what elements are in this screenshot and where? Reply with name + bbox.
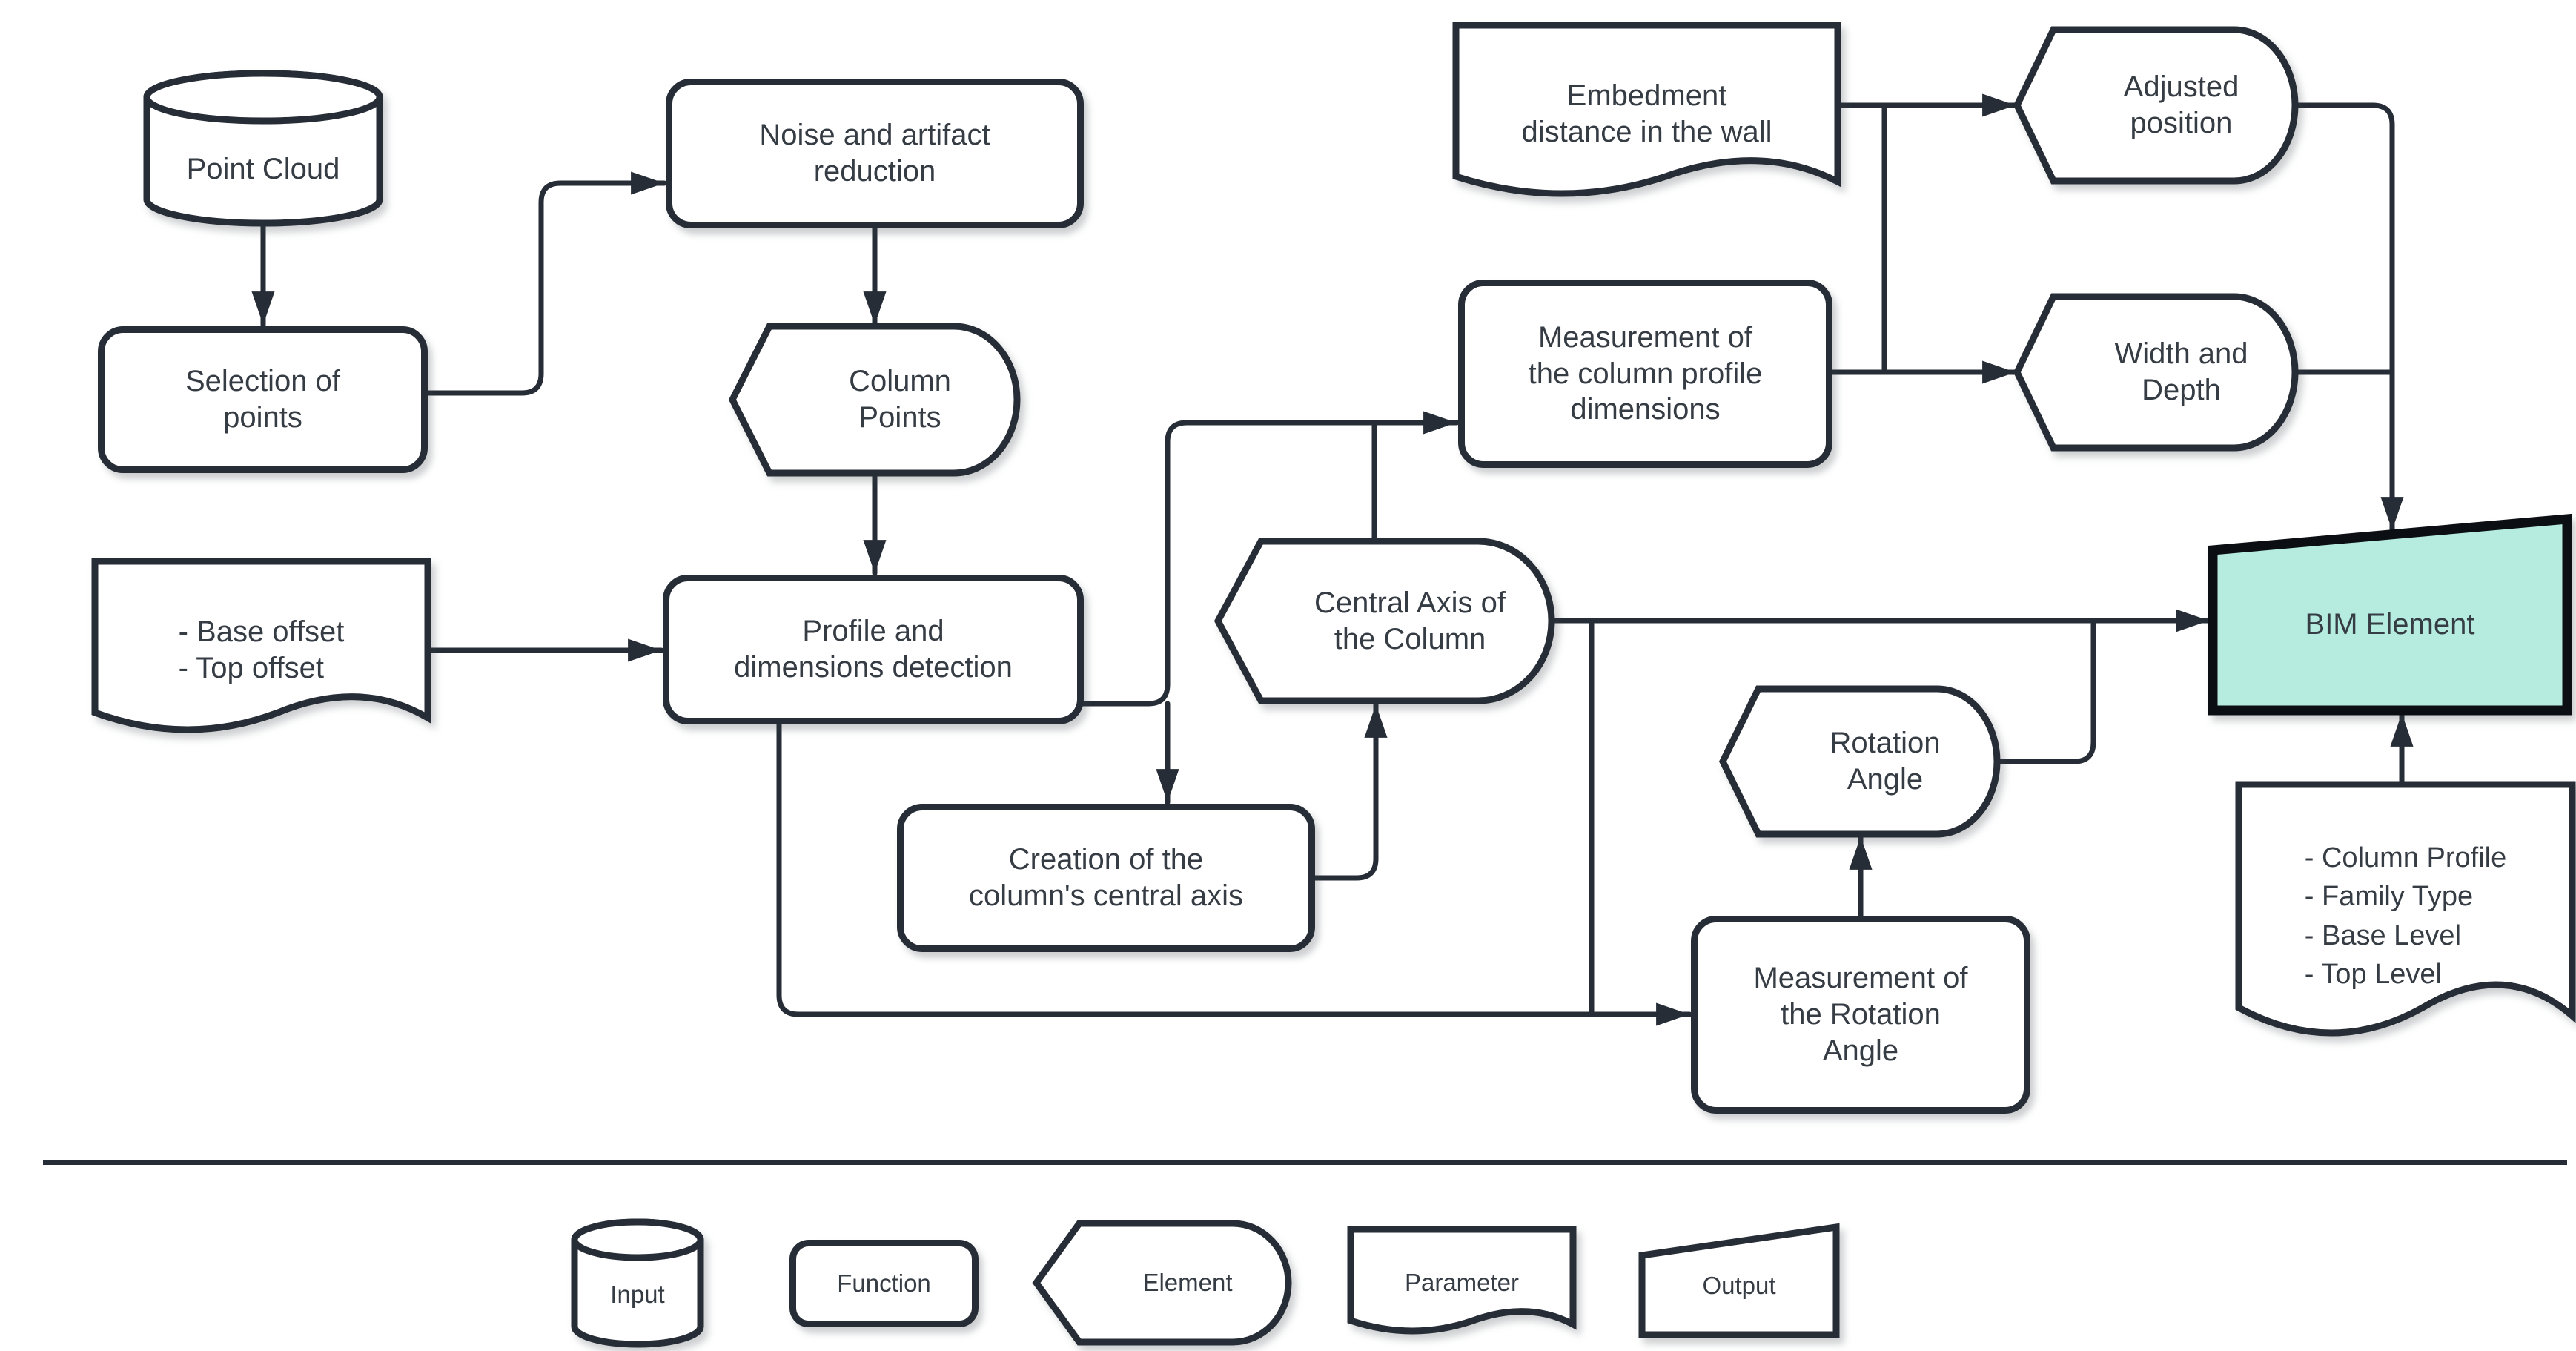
node-embedment-distance: Embedment distance in the wall	[1452, 22, 1841, 225]
element-shape	[2013, 293, 2299, 452]
legend-element-shape	[1032, 1220, 1292, 1346]
node-embedment-distance-label: Embedment distance in the wall	[1521, 79, 1772, 148]
node-central-axis-label: Central Axis of the Column	[1314, 586, 1506, 655]
legend-item-input: Input	[571, 1218, 704, 1351]
legend-divider	[43, 1160, 2567, 1165]
legend-parameter-label: Parameter	[1404, 1269, 1520, 1297]
parameter-shape	[91, 558, 431, 733]
node-base-top-offset: - Base offset - Top offset	[91, 558, 431, 762]
node-rotation-angle: Rotation Angle	[1718, 685, 2022, 838]
node-point-cloud: Point Cloud	[143, 70, 383, 244]
node-point-cloud-label: Point Cloud	[186, 152, 340, 185]
flow-connector	[1069, 411, 1460, 707]
legend-input-cylinder-shape	[571, 1218, 704, 1348]
node-noise-reduction: Noise and artifact reduction	[666, 79, 1084, 228]
node-selection-of-points-label: Selection of points	[185, 365, 341, 434]
node-column-points: Column Points	[728, 323, 1042, 477]
legend-input-label: Input	[610, 1281, 665, 1309]
parameter-shape	[2235, 781, 2576, 1037]
legend-item-element: Element	[1032, 1220, 1314, 1346]
element-shape	[728, 323, 1021, 477]
node-measurement-rotation-label: Measurement of the Rotation Angle	[1753, 962, 1968, 1067]
node-bim-parameters-label: - Column Profile - Family Type - Base Le…	[2304, 842, 2507, 990]
element-shape	[1718, 685, 2001, 838]
node-measurement-profile-label: Measurement of the column profile dimens…	[1528, 320, 1763, 426]
legend-output-label: Output	[1702, 1272, 1776, 1300]
legend-element-label: Element	[1142, 1268, 1233, 1296]
flow-connector	[2292, 102, 2404, 533]
legend-function-label: Function	[837, 1269, 931, 1297]
input-cylinder-shape	[143, 70, 383, 227]
output-shape	[2208, 513, 2572, 716]
parameter-shape	[1452, 22, 1841, 197]
node-rotation-angle-label: Rotation Angle	[1830, 727, 1941, 796]
node-noise-reduction-label: Noise and artifact reduction	[759, 119, 990, 188]
node-adjusted-position: Adjusted position	[2013, 26, 2320, 185]
flow-connector	[411, 171, 667, 396]
flow-connector	[776, 708, 1692, 1026]
node-bim-element: BIM Element	[2208, 513, 2572, 716]
flow-connector	[1299, 701, 1388, 881]
node-measurement-rotation: Measurement of the Rotation Angle	[1691, 916, 2030, 1114]
node-creation-central-axis-label: Creation of the column's central axis	[969, 843, 1243, 912]
legend-item-parameter: Parameter	[1347, 1226, 1577, 1351]
legend-item-function: Function	[789, 1240, 979, 1327]
node-bim-parameters: - Column Profile - Family Type - Base Le…	[2235, 781, 2576, 1070]
node-profile-detection-label: Profile and dimensions detection	[734, 615, 1013, 684]
node-creation-central-axis: Creation of the column's central axis	[897, 804, 1315, 952]
node-central-axis: Central Axis of the Column	[1213, 538, 1577, 704]
node-measurement-profile: Measurement of the column profile dimens…	[1458, 280, 1832, 468]
legend-item-output: Output	[1638, 1223, 1840, 1338]
node-selection-of-points: Selection of points	[98, 326, 428, 473]
node-adjusted-position-label: Adjusted position	[2123, 70, 2239, 139]
node-base-top-offset-label: - Base offset - Top offset	[178, 615, 345, 684]
legend-output-shape	[1638, 1223, 1840, 1338]
node-width-depth: Width and Depth	[2013, 293, 2320, 452]
legend-parameter-shape	[1347, 1226, 1577, 1335]
flow-connector	[1994, 621, 2096, 764]
node-width-depth-label: Width and Depth	[2114, 337, 2248, 406]
element-shape	[2013, 26, 2299, 185]
element-shape	[1213, 538, 1555, 704]
node-profile-detection: Profile and dimensions detection	[663, 575, 1084, 724]
node-bim-element-label: BIM Element	[2305, 607, 2475, 641]
node-column-points-label: Column Points	[849, 365, 951, 434]
